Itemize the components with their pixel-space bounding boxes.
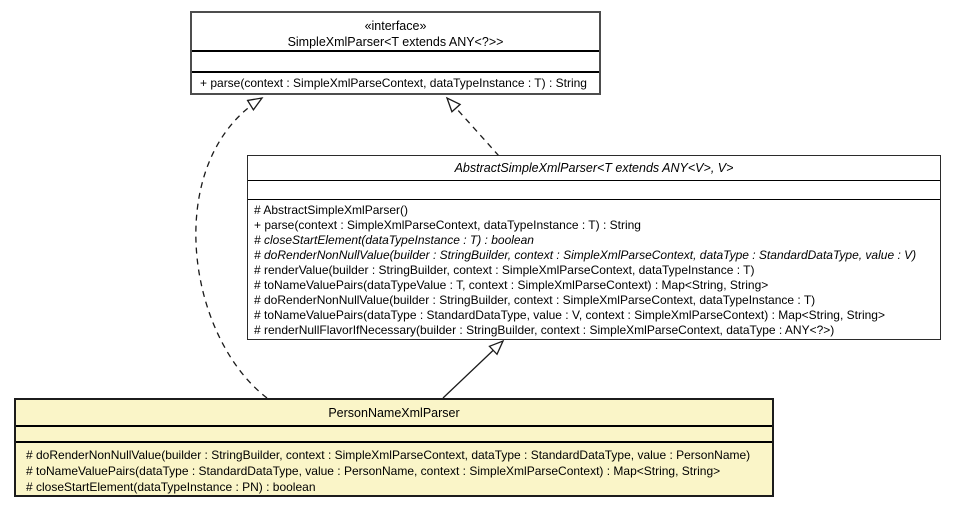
methods-section-personnamexmlparser: # doRenderNonNullValue(builder : StringB… <box>16 441 772 495</box>
method-tonamevaluepairs-2: # toNameValuePairs(dataType : StandardDa… <box>254 308 885 322</box>
realization-arrow-personname-to-interface <box>195 97 268 399</box>
class-name-personnamexmlparser: PersonNameXmlParser <box>328 405 460 420</box>
stereotype-label: «interface» <box>364 19 427 33</box>
attributes-section-simplexmlparser <box>192 50 599 71</box>
class-box-simplexmlparser[interactable]: «interface» SimpleXmlParser<T extends AN… <box>190 11 601 95</box>
class-name-simplexmlparser: SimpleXmlParser<T extends ANY<?>> <box>287 35 504 49</box>
method-dorendernonnullvalue-2: # doRenderNonNullValue(builder : StringB… <box>254 293 816 307</box>
class-header-simplexmlparser: «interface» SimpleXmlParser<T extends AN… <box>192 13 599 50</box>
attributes-section-personnamexmlparser <box>16 425 772 441</box>
class-box-abstractsimplexmlparser[interactable]: AbstractSimpleXmlParser<T extends ANY<V>… <box>247 155 941 340</box>
class-header-abstractsimplexmlparser: AbstractSimpleXmlParser<T extends ANY<V>… <box>248 156 940 180</box>
method-closestartelement: # closeStartElement(dataTypeInstance : P… <box>26 480 316 494</box>
method-rendernullflavorifnecessary: # renderNullFlavorIfNecessary(builder : … <box>254 323 835 337</box>
method-rendervalue: # renderValue(builder : StringBuilder, c… <box>254 263 755 277</box>
class-box-personnamexmlparser[interactable]: PersonNameXmlParser # doRenderNonNullVal… <box>14 398 774 497</box>
class-name-abstractsimplexmlparser: AbstractSimpleXmlParser<T extends ANY<V>… <box>454 161 734 175</box>
attributes-section-abstractsimplexmlparser <box>248 180 940 199</box>
realization-arrow-abstract-to-interface <box>445 96 500 157</box>
method-constructor: # AbstractSimpleXmlParser() <box>254 203 409 217</box>
method-dorendernonnullvalue-abstract: # doRenderNonNullValue(builder : StringB… <box>254 248 917 262</box>
method-tonamevaluepairs-1: # toNameValuePairs(dataTypeValue : T, co… <box>254 278 769 292</box>
method-tonamevaluepairs: # toNameValuePairs(dataType : StandardDa… <box>26 464 721 478</box>
generalization-arrow-personname-to-abstract <box>442 339 505 399</box>
methods-section-abstractsimplexmlparser: # AbstractSimpleXmlParser() + parse(cont… <box>248 199 940 339</box>
method-dorendernonnullvalue: # doRenderNonNullValue(builder : StringB… <box>26 448 751 462</box>
method-parse: + parse(context : SimpleXmlParseContext,… <box>254 218 641 232</box>
method-closestartelement: # closeStartElement(dataTypeInstance : T… <box>254 233 534 247</box>
methods-section-simplexmlparser: + parse(context : SimpleXmlParseContext,… <box>192 71 599 93</box>
class-header-personnamexmlparser: PersonNameXmlParser <box>16 400 772 425</box>
method-parse: + parse(context : SimpleXmlParseContext,… <box>200 76 587 90</box>
